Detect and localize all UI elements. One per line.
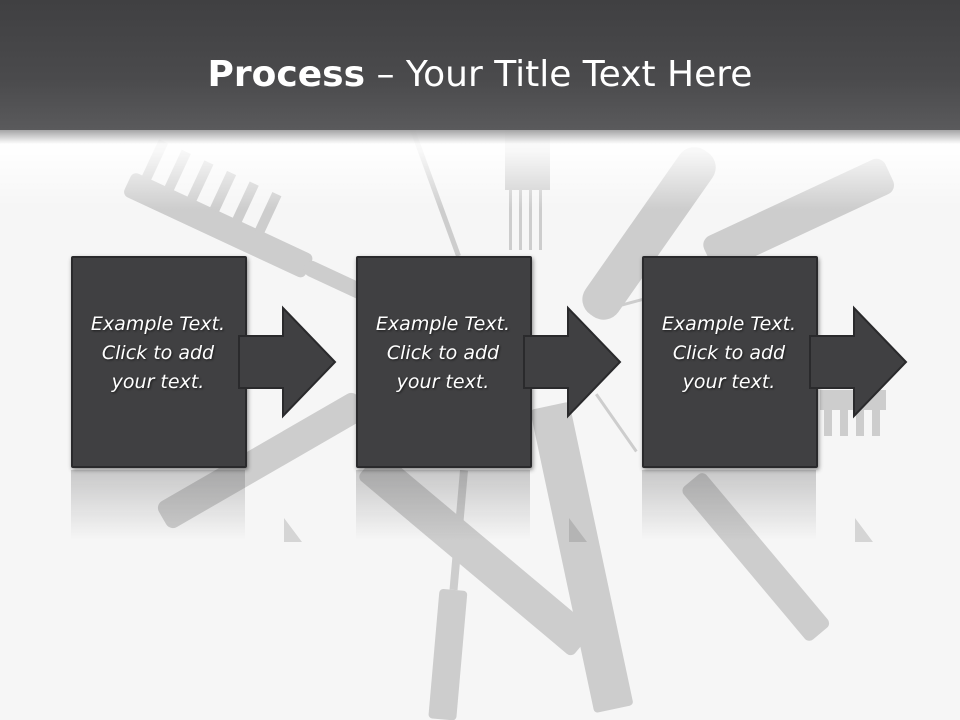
step-text[interactable]: Example Text. Click to add your text. [358, 310, 528, 397]
process-step-2[interactable]: Example Text. Click to add your text. [356, 256, 626, 468]
step-box[interactable] [642, 256, 818, 468]
step-reflection [71, 470, 245, 540]
right-arrow-icon [809, 305, 908, 419]
title-bold: Process [207, 54, 366, 95]
step-text-line: your text. [111, 371, 205, 393]
comb-silhouette [590, 293, 659, 315]
step-text-line: your text. [396, 371, 490, 393]
title-bar: Process – Your Title Text Here [0, 0, 960, 144]
comb-silhouette [157, 392, 367, 529]
comb-silhouette [428, 470, 468, 720]
step-text-line: Example Text. [661, 313, 797, 335]
arrow-reflection [855, 518, 873, 542]
step-reflection [642, 470, 816, 540]
process-step-1[interactable]: Example Text. Click to add your text. [71, 256, 341, 468]
comb-silhouette [359, 452, 593, 656]
step-text-line: Click to add [672, 342, 786, 364]
comb-silhouette [682, 473, 830, 641]
arrow-reflection [569, 518, 587, 542]
step-text-line: your text. [682, 371, 776, 393]
title-rest: – Your Title Text Here [365, 54, 753, 95]
right-arrow-icon [523, 305, 622, 419]
comb-silhouette [594, 393, 638, 453]
slide-title[interactable]: Process – Your Title Text Here [0, 52, 960, 98]
process-step-3[interactable]: Example Text. Click to add your text. [642, 256, 912, 468]
step-text-line: Example Text. [375, 313, 511, 335]
step-text-line: Example Text. [90, 313, 226, 335]
step-text[interactable]: Example Text. Click to add your text. [73, 310, 243, 397]
step-text-line: Click to add [101, 342, 215, 364]
comb-silhouette [530, 402, 633, 713]
right-arrow-icon [238, 305, 337, 419]
step-text[interactable]: Example Text. Click to add your text. [644, 310, 814, 397]
step-text-line: Click to add [386, 342, 500, 364]
step-reflection [356, 470, 530, 540]
arrow-reflection [284, 518, 302, 542]
